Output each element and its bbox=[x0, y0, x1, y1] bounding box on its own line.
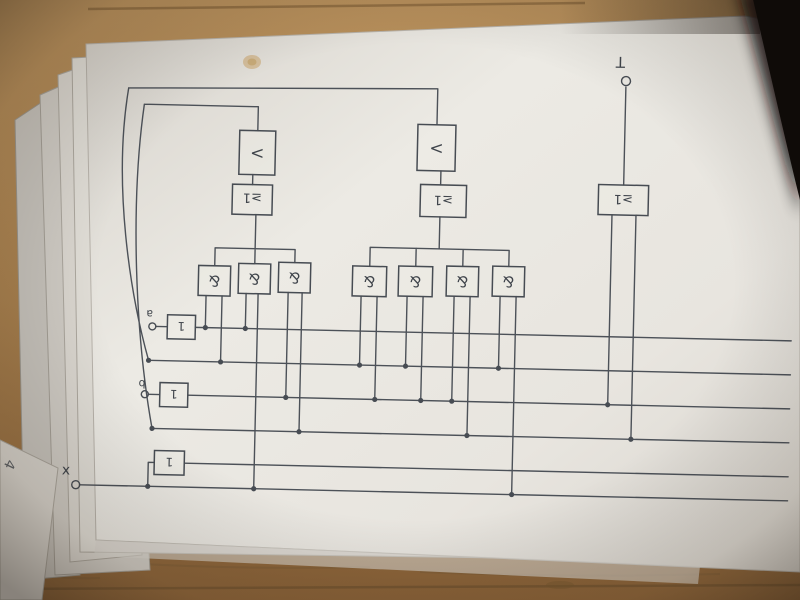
shadow-corner bbox=[753, 0, 800, 200]
